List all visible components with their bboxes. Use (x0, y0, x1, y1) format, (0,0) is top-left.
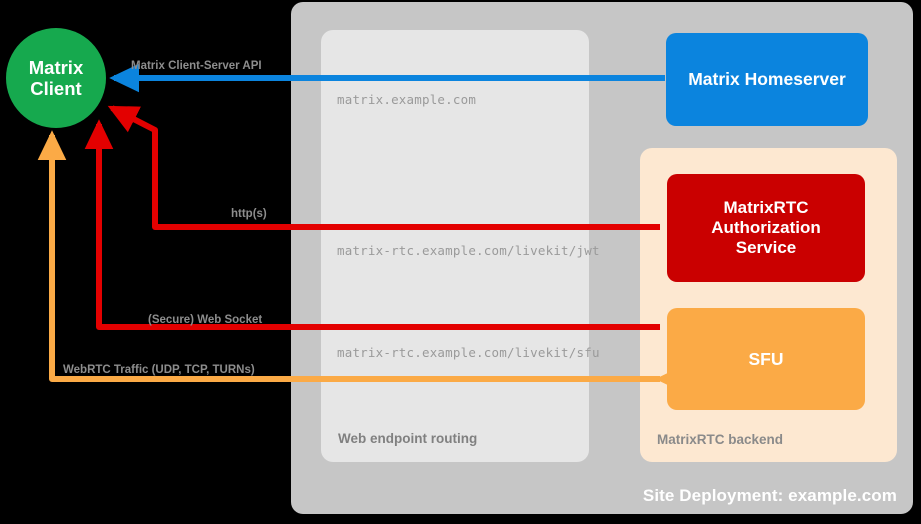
node-auth-line3: Service (735, 238, 797, 258)
node-sfu[interactable]: SFU (667, 308, 865, 410)
edge-label-secure-web-socket: (Secure) Web Socket (148, 314, 263, 326)
node-sfu-label: SFU (748, 348, 784, 369)
node-matrix-client-line2: Client (30, 78, 82, 99)
edge-label-https: http(s) (231, 208, 267, 220)
web-endpoint-routing-label: Web endpoint routing (338, 431, 478, 446)
web-endpoint-routing-panel: matrix.example.com matrix-rtc.example.co… (321, 30, 599, 462)
matrixrtc-backend-label: MatrixRTC backend (657, 432, 784, 447)
node-matrix-client[interactable]: Matrix Client (6, 28, 106, 128)
node-matrix-client-line1: Matrix (28, 56, 84, 78)
node-matrix-homeserver-label: Matrix Homeserver (688, 69, 846, 90)
endpoint-url-matrix: matrix.example.com (337, 92, 477, 107)
endpoint-url-livekit-jwt: matrix-rtc.example.com/livekit/jwt (337, 243, 600, 258)
site-deployment-label: Site Deployment: example.com (642, 486, 897, 505)
edge-label-matrix-client-server-api: Matrix Client-Server API (131, 60, 262, 72)
node-auth-line2: Authorization (711, 217, 821, 237)
edge-label-webrtc-traffic: WebRTC Traffic (UDP, TCP, TURNs) (63, 364, 255, 376)
node-matrix-homeserver[interactable]: Matrix Homeserver (666, 33, 868, 126)
node-auth-line1: MatrixRTC (723, 197, 809, 217)
endpoint-url-livekit-sfu: matrix-rtc.example.com/livekit/sfu (337, 345, 600, 360)
node-matrixrtc-authorization-service[interactable]: MatrixRTC Authorization Service (667, 174, 865, 282)
